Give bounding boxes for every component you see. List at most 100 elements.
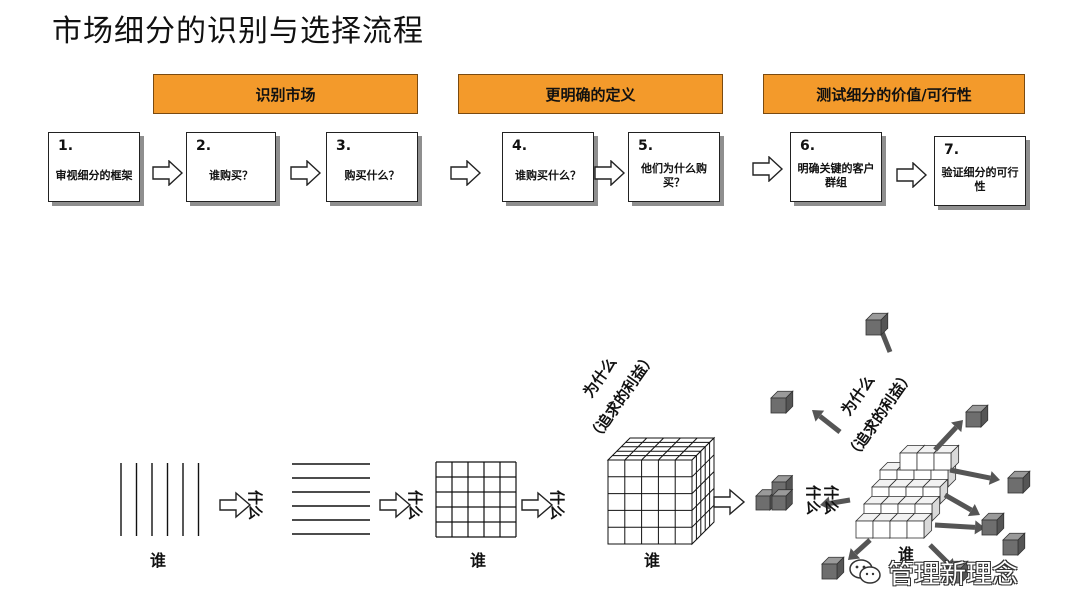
phase-test-value: 测试细分的价值/可行性: [763, 74, 1025, 114]
step-4-text: 谁购买什么？: [515, 169, 581, 182]
step-3-number: 3.: [336, 138, 352, 154]
step-2-box: 2. 谁购买？: [186, 132, 276, 202]
segment-cube: [981, 512, 1005, 536]
step-4-number: 4.: [512, 138, 528, 154]
stage4-cube-grid: [691, 504, 715, 528]
stage-arrow-2: [379, 491, 412, 519]
stage4-cube-grid: [691, 454, 715, 478]
explode-arrow-head: [967, 503, 980, 517]
stage-arrow-3: [521, 491, 554, 519]
step-1-box: 1. 审视细分的框架: [48, 132, 140, 202]
flow-arrow-3-4: [450, 160, 482, 186]
segment-cube: [865, 312, 889, 336]
stage4-cube-grid: [674, 437, 698, 461]
explode-arrow-head: [988, 471, 1000, 485]
explode-arrow-head: [951, 420, 963, 433]
stage5-what-label: 什么: [804, 485, 822, 515]
flow-arrow-6-7: [896, 162, 928, 188]
segment-cube-front: [770, 397, 787, 414]
step-5-text: 他们为什么购买？: [641, 162, 707, 189]
stage4-cube-front: [607, 459, 693, 545]
flow-arrow-2-3: [290, 160, 322, 186]
step-6-number: 6.: [800, 138, 816, 154]
segment-cube: [821, 556, 845, 580]
explode-arrow-shaft: [853, 538, 872, 556]
stage4-cube-grid: [641, 437, 664, 461]
cluster-cube-front: [889, 520, 908, 539]
segment-cube: [945, 560, 969, 584]
explode-arrow-head: [820, 496, 832, 511]
step-7-box: 7. 验证细分的可行性: [934, 136, 1026, 206]
flow-arrow-5-6: [752, 156, 784, 182]
stage5-cube-front: [771, 495, 787, 511]
step-1-number: 1.: [58, 138, 74, 154]
phase-identify-market: 识别市场: [153, 74, 418, 114]
stage3-what-label: 什么: [548, 490, 566, 520]
step-1-text: 审视细分的框架: [55, 169, 133, 182]
segment-cube: [770, 390, 794, 414]
step-3-box: 3. 购买什么？: [326, 132, 418, 202]
stage5-cube: [771, 488, 794, 511]
stage5-cube-front: [755, 495, 771, 511]
explode-arrow-shaft: [933, 425, 959, 452]
stage4-cube-grid: [658, 437, 681, 461]
cluster-cube-front: [906, 520, 925, 539]
explode-arrow-shaft: [928, 543, 950, 565]
segment-cube-front: [981, 519, 998, 536]
explode-arrow-head: [812, 410, 825, 422]
segment-cube-front: [965, 411, 982, 428]
explode-arrow-shaft: [879, 330, 893, 353]
segment-cube: [1007, 470, 1031, 494]
stage4-who-label: 谁: [644, 551, 660, 570]
phase-define-clearly: 更明确的定义: [458, 74, 723, 114]
step-5-box: 5. 他们为什么购买？: [628, 132, 720, 202]
stage2-what-label: 什么: [406, 490, 424, 520]
step-2-text: 谁购买？: [209, 169, 253, 182]
cluster-cube-front: [916, 452, 935, 471]
wechat-icon: [849, 559, 881, 584]
explode-arrow-shaft: [934, 522, 976, 530]
step-7-text: 验证细分的可行性: [941, 166, 1019, 193]
explode-arrow-shaft: [949, 467, 991, 481]
explode-arrow-shaft: [818, 414, 842, 434]
step-4-box: 4. 谁购买什么？: [502, 132, 594, 202]
explode-arrow-head: [848, 548, 861, 560]
stage1-who-label: 谁: [150, 551, 166, 570]
segment-cube-front: [821, 563, 838, 580]
segment-cube-front: [945, 567, 962, 584]
stage6-who-label: 谁: [898, 545, 914, 564]
flow-arrow-1-2: [152, 160, 184, 186]
step-2-number: 2.: [196, 138, 212, 154]
step-6-text: 明确关键的客户群组: [797, 162, 875, 189]
stage4-cube-grid: [624, 437, 648, 461]
step-7-number: 7.: [944, 142, 960, 158]
stage4-cube-grid: [691, 471, 715, 494]
stage4-cube-grid: [691, 488, 715, 511]
segment-cube-front: [1002, 539, 1019, 556]
segment-cube-front: [1007, 477, 1024, 494]
cluster-cube: [933, 444, 960, 471]
explode-arrow-shaft: [829, 497, 851, 506]
stage-arrow-1: [219, 491, 252, 519]
stage6-what-label: 什么: [822, 485, 840, 515]
stage-arrow-4: [713, 488, 746, 516]
cluster-cube: [914, 495, 941, 522]
cluster-cube-front: [933, 452, 952, 471]
page-title: 市场细分的识别与选择流程: [52, 14, 424, 49]
step-5-number: 5.: [638, 138, 654, 154]
cluster-cube: [906, 512, 933, 539]
cluster-cube-front: [872, 520, 891, 539]
watermark: 管理新理念: [848, 552, 1018, 592]
flow-arrow-4-5: [594, 160, 626, 186]
explode-arrow-shaft: [943, 492, 973, 513]
cluster-cube-front: [855, 520, 874, 539]
segment-cube: [965, 404, 989, 428]
explode-arrow-head: [974, 520, 985, 535]
step-6-box: 6. 明确关键的客户群组: [790, 132, 882, 202]
step-3-text: 购买什么？: [344, 169, 400, 182]
stage1-what-label: 什么: [246, 490, 264, 520]
watermark-text: 管理新理念: [888, 559, 1019, 590]
stage3-who-label: 谁: [470, 551, 486, 570]
cluster-cube-front: [899, 452, 918, 471]
